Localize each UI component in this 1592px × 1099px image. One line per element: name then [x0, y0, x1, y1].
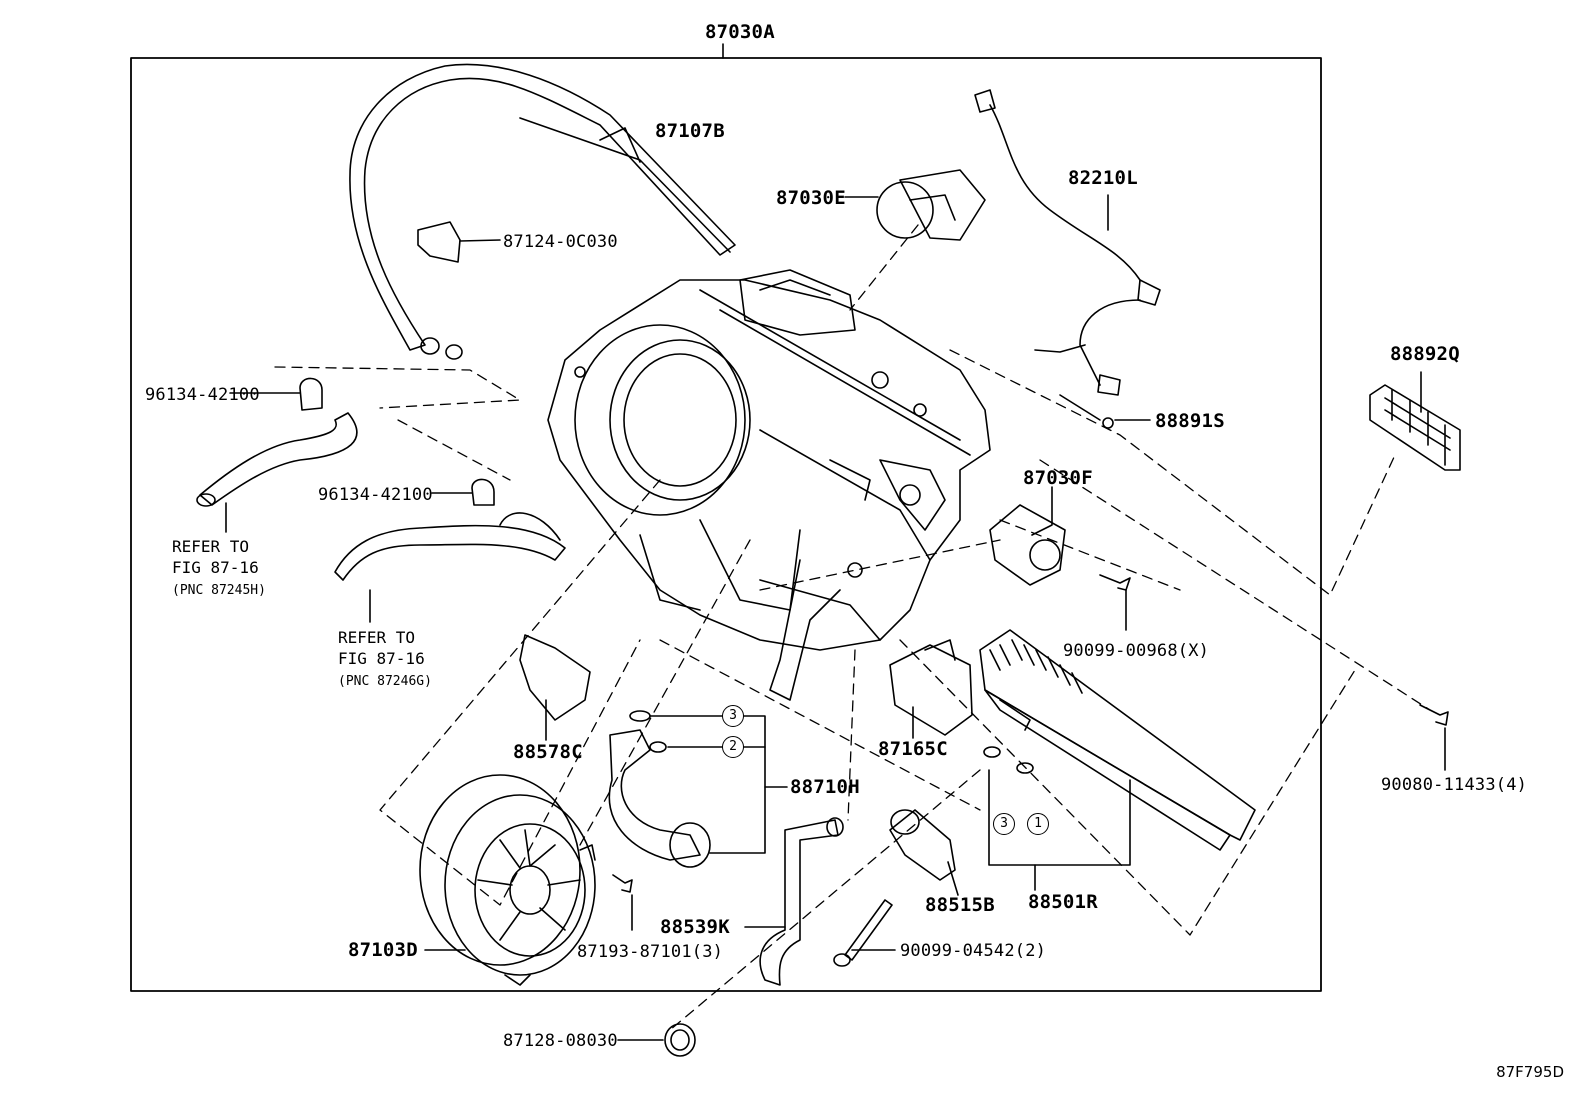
- label-88891s: 88891S: [1155, 410, 1225, 432]
- label-87030f: 87030F: [1023, 467, 1093, 489]
- clamp-96134-lower: [471, 478, 495, 506]
- label-87030e: 87030E: [776, 187, 846, 209]
- servo-87030f: [989, 504, 1066, 586]
- grommet-87128: [664, 1023, 696, 1057]
- screw-90099-00968: [1099, 574, 1131, 591]
- cover-88578c: [519, 634, 591, 721]
- label-87030a: 87030A: [705, 21, 775, 43]
- clamp-96134-upper: [299, 377, 323, 411]
- hose-refer-87245h: [199, 412, 358, 506]
- label-88578c: 88578C: [513, 741, 583, 763]
- label-90099-00968: 90099-00968(X): [1063, 641, 1210, 661]
- label-90080-11433: 90080-11433(4): [1381, 775, 1528, 795]
- label-87124-0c030: 87124-0C030: [503, 232, 618, 252]
- callout-1-lower: 1: [1027, 813, 1049, 835]
- hose-refer-87246g: [334, 524, 566, 581]
- resistor-87165c: [889, 644, 973, 736]
- label-87193-87101: 87193-87101(3): [577, 942, 724, 962]
- label-96134-42100-upper: 96134-42100: [145, 385, 260, 405]
- callout-3-lower: 3: [993, 813, 1015, 835]
- label-87165c: 87165C: [878, 738, 948, 760]
- actuator-87030e: [876, 169, 986, 241]
- figure-code: 87F795D: [1496, 1063, 1564, 1081]
- blower-motor-87103d: [419, 774, 596, 986]
- filter-88892q: [1369, 384, 1461, 471]
- assembly-frame: [130, 57, 1322, 992]
- bolt-90099-04542: [844, 899, 893, 961]
- clip-87124: [417, 221, 461, 263]
- label-90099-04542: 90099-04542(2): [900, 941, 1047, 961]
- label-87107b: 87107B: [655, 120, 725, 142]
- label-88539k: 88539K: [660, 916, 730, 938]
- label-88710h: 88710H: [790, 776, 860, 798]
- pipe-88710h: [608, 710, 711, 868]
- wire-harness-82210l: [974, 89, 1161, 429]
- label-88892q: 88892Q: [1390, 343, 1460, 365]
- evaporator-88501r: [979, 629, 1256, 851]
- label-87103d: 87103D: [348, 939, 418, 961]
- callout-3-upper: 3: [722, 705, 744, 727]
- label-87128-08030: 87128-08030: [503, 1031, 618, 1051]
- screw-90080-11433: [1419, 704, 1449, 726]
- label-88501r: 88501R: [1028, 891, 1098, 913]
- label-82210l: 82210L: [1068, 167, 1138, 189]
- label-96134-42100-lower: 96134-42100: [318, 485, 433, 505]
- drain-pipe-88539k: [759, 819, 839, 986]
- valve-88515b: [889, 809, 956, 881]
- label-88515b: 88515B: [925, 894, 995, 916]
- callout-2-upper: 2: [722, 736, 744, 758]
- pipe-87107b: [349, 63, 736, 351]
- hvac-case-body: [547, 269, 991, 701]
- screw-87193: [612, 874, 633, 893]
